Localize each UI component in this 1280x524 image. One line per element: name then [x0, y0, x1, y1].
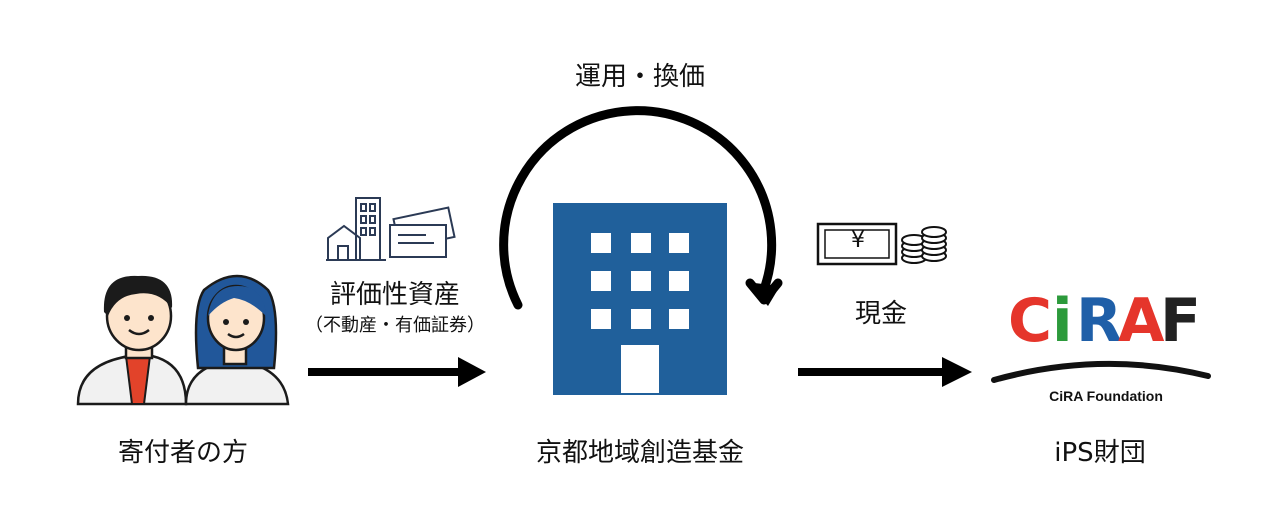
- assets-sub-label: （不動産・有価証券）: [305, 315, 485, 336]
- coins-icon: [901, 226, 947, 264]
- logo-caption: CiRA Foundation: [1049, 388, 1163, 404]
- cira-logo: C i R A F CiRA Foundation: [991, 262, 1211, 412]
- foundation-label: iPS財団: [1054, 438, 1146, 468]
- donors-icon: [76, 274, 290, 406]
- cash-label: 現金: [854, 299, 907, 329]
- yen-symbol: ¥: [851, 228, 865, 253]
- logo-letter-a: A: [1118, 286, 1165, 356]
- arrow-right-icon: [798, 357, 972, 387]
- assets-label: 評価性資産: [329, 280, 460, 310]
- logo-arc: [991, 360, 1211, 383]
- real-estate-icon: [326, 197, 386, 261]
- banknote-icon: [816, 222, 898, 266]
- logo-letter-r: R: [1076, 286, 1123, 356]
- fund-label: 京都地域創造基金: [535, 438, 744, 468]
- logo-letter-c: C: [1008, 286, 1053, 356]
- building-icon: [553, 203, 727, 395]
- donor-label: 寄付者の方: [117, 438, 248, 468]
- logo-letter-i: i: [1052, 286, 1073, 356]
- cycle-label: 運用・換価: [574, 62, 705, 92]
- arrow-right-icon: [308, 357, 486, 387]
- logo-letter-f: F: [1160, 286, 1201, 356]
- securities-icon: [389, 206, 456, 258]
